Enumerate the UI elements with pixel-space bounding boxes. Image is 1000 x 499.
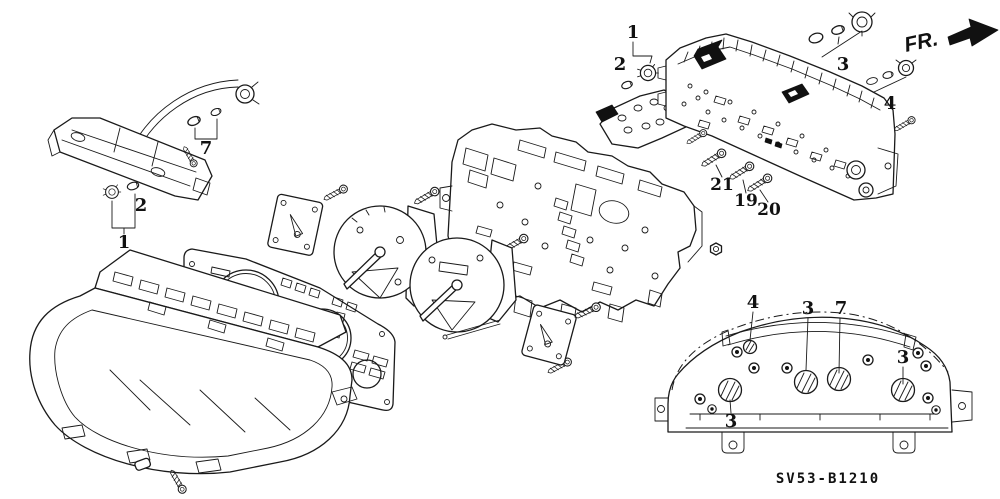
fr-arrow-icon: [947, 18, 999, 47]
fuel-gauge: [521, 301, 603, 366]
temp-gauge: [267, 183, 350, 256]
callout-7-left: 7: [200, 138, 213, 159]
nut-icon: [709, 242, 723, 256]
callout-3-rear-c: 3: [725, 411, 738, 432]
rear-bulb-hole-icon: [793, 369, 819, 395]
front-visor-housing: [29, 249, 358, 496]
pcb-connector-icon: [693, 39, 810, 104]
bulb-socket-assembly-4: [866, 59, 917, 134]
callout-1-top: 1: [627, 22, 640, 43]
callout-4-pcb: 4: [884, 93, 897, 114]
bulb-socket-assembly-top: [620, 41, 660, 91]
speedometer-gauge: [409, 237, 517, 340]
screw-icon: [321, 183, 350, 204]
callout-7-rear: 7: [835, 298, 848, 319]
screw-icon: [411, 185, 442, 208]
callout-19: 19: [734, 191, 758, 211]
bulb-socket-assembly-3: [808, 11, 876, 58]
callout-3-pcb: 3: [837, 54, 850, 75]
fr-direction-indicator: FR.: [902, 18, 999, 57]
callout-3-rear-a: 3: [802, 298, 815, 319]
fr-label: FR.: [902, 27, 940, 57]
callout-3-rear-b: 3: [897, 347, 910, 368]
callout-21: 21: [710, 175, 734, 195]
callout-2-left: 2: [135, 195, 148, 216]
screw-icon: [892, 114, 917, 134]
case-mounting-screws: [684, 127, 774, 203]
bulb-socket-left: [102, 180, 141, 235]
callout-labels: 1 2 7 2 1 3 4 21 19 20 4 3 7 3 3: [118, 22, 910, 432]
pcb-bulb-socket-icon: [846, 160, 874, 198]
upper-bracket-harness: [47, 79, 260, 235]
rear-small-bulb-icon: [742, 339, 758, 355]
part-code: SV53-B1210: [776, 471, 880, 487]
callout-2-top: 2: [614, 54, 627, 75]
callout-4-rear: 4: [747, 292, 760, 313]
callout-1-left: 1: [118, 232, 131, 253]
rear-bulb-hole-icon: [717, 377, 743, 403]
callout-20: 20: [757, 200, 781, 220]
printed-circuit-board: [657, 33, 899, 201]
rear-cover: [654, 311, 973, 454]
